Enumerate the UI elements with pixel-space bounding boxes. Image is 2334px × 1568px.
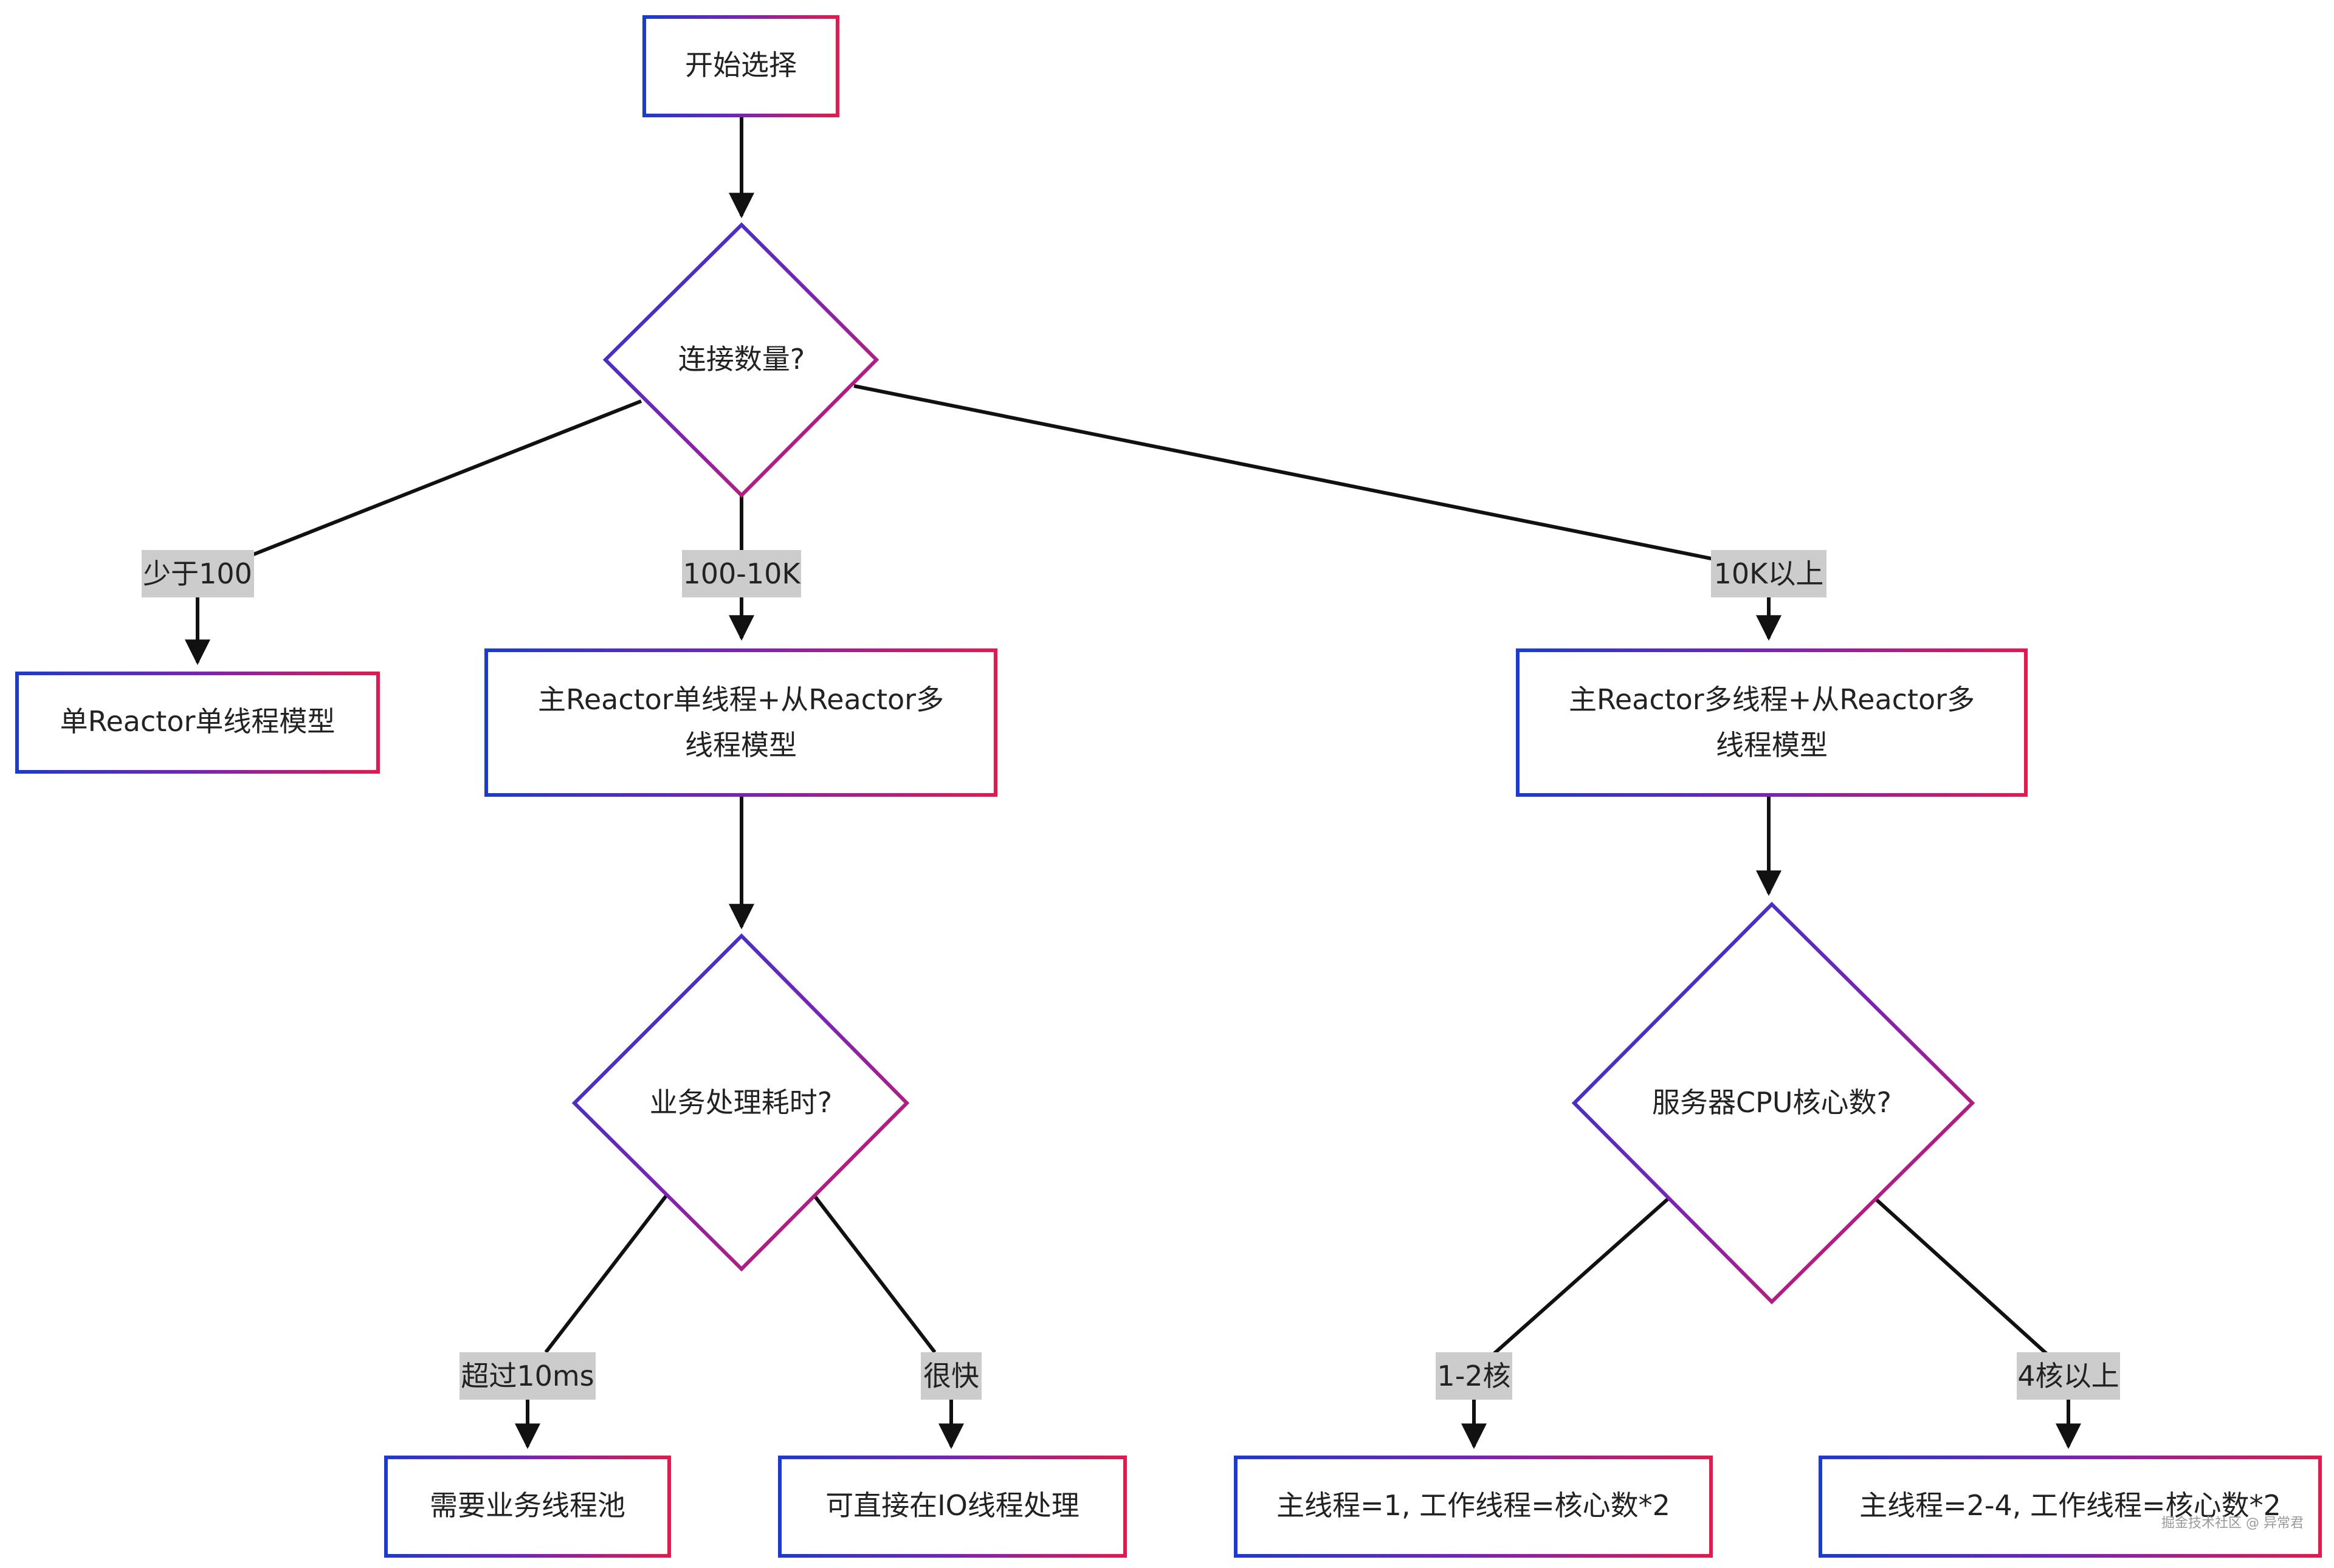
edge-label-c12: 1-2核 [1436,1352,1512,1400]
svg-text:服务器CPU核心数?: 服务器CPU核心数? [1652,1086,1892,1119]
svg-text:需要业务线程池: 需要业务线程池 [430,1489,625,1522]
edge-label-lt100: 少于100 [142,550,254,597]
svg-text:线程模型: 线程模型 [685,729,797,762]
svg-text:很快: 很快 [923,1360,979,1392]
edge-label-gt10ms: 超过10ms [460,1352,596,1400]
svg-text:主线程=2-4, 工作线程=核心数*2: 主线程=2-4, 工作线程=核心数*2 [1859,1489,2281,1522]
edge-biz-to-io [811,1193,937,1353]
svg-text:少于100: 少于100 [143,557,252,590]
svg-text:开始选择: 开始选择 [685,49,797,81]
edge-conn-to-gt10k [853,384,1721,562]
svg-text:单Reactor单线程模型: 单Reactor单线程模型 [60,705,336,738]
decision-conn-count: 连接数量? [602,222,880,498]
svg-text:100-10K: 100-10K [683,557,801,590]
edge-conn-to-single [248,399,642,558]
svg-text:1-2核: 1-2核 [1437,1360,1510,1392]
node-main-single-reactor: 主Reactor单线程+从Reactor多 线程模型 [484,648,997,797]
node-cores-4: 主线程=2-4, 工作线程=核心数*2 [1819,1456,2322,1558]
svg-text:连接数量?: 连接数量? [678,343,805,376]
node-single-reactor: 单Reactor单线程模型 [15,672,380,774]
svg-text:超过10ms: 超过10ms [461,1360,594,1392]
edge-label-fast: 很快 [921,1352,982,1400]
svg-text:主Reactor多线程+从Reactor多: 主Reactor多线程+从Reactor多 [1569,683,1975,716]
edge-label-gt10k: 10K以上 [1711,550,1826,597]
node-cores-1-2: 主线程=1, 工作线程=核心数*2 [1234,1456,1713,1558]
svg-text:可直接在IO线程处理: 可直接在IO线程处理 [825,1489,1079,1522]
decision-biz-time: 业务处理耗时? [571,933,910,1272]
svg-text:10K以上: 10K以上 [1714,557,1824,590]
watermark: 掘金技术社区 @ 异常君 [2161,1516,2304,1531]
node-main-multi-reactor: 主Reactor多线程+从Reactor多 线程模型 [1516,648,2028,797]
svg-text:主线程=1, 工作线程=核心数*2: 主线程=1, 工作线程=核心数*2 [1276,1489,1670,1522]
node-start: 开始选择 [642,15,839,117]
decision-cpu-cores: 服务器CPU核心数? [1571,901,1975,1305]
edge-label-mid: 100-10K [682,550,801,597]
svg-text:线程模型: 线程模型 [1716,729,1828,762]
node-io-direct: 可直接在IO线程处理 [778,1456,1127,1558]
edge-label-c4: 4核以上 [2017,1352,2120,1400]
node-need-pool: 需要业务线程池 [384,1456,671,1558]
svg-text:4核以上: 4核以上 [2017,1360,2119,1392]
edge-cpu-to-c12 [1491,1197,1670,1357]
edge-biz-to-pool [544,1193,669,1353]
svg-text:主Reactor单线程+从Reactor多: 主Reactor单线程+从Reactor多 [538,683,944,716]
svg-text:业务处理耗时?: 业务处理耗时? [650,1086,832,1119]
edge-cpu-to-c4 [1873,1197,2050,1357]
